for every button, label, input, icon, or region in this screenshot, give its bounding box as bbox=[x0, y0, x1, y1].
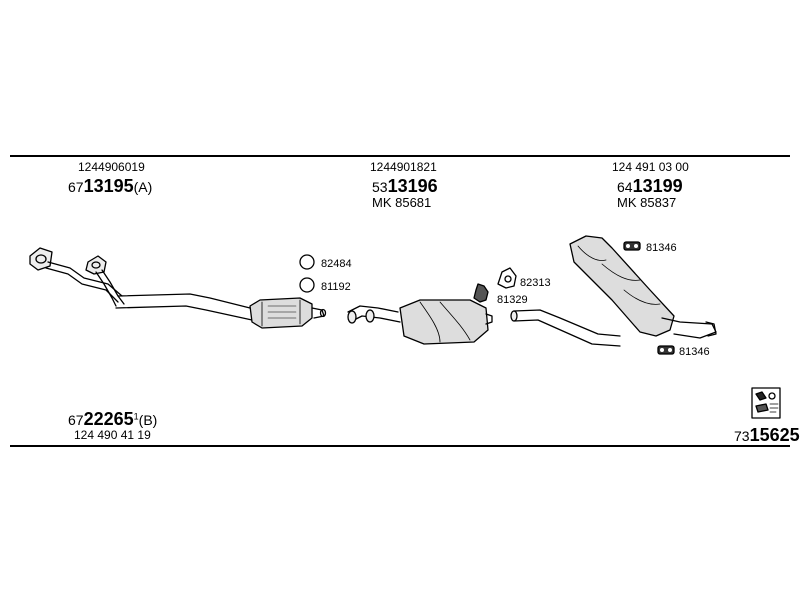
part-prefix: 67 bbox=[68, 412, 84, 428]
gasket-82313 bbox=[497, 267, 517, 289]
part-prefix: 67 bbox=[68, 179, 84, 195]
part-bold: 22265 bbox=[83, 409, 134, 429]
oe-number-front-pipe: 1244906019 bbox=[78, 160, 145, 174]
part-number-rear-silencer: 6413199 bbox=[617, 177, 683, 195]
part-suffix: (B) bbox=[138, 412, 158, 428]
label-hanger-81329: 81329 bbox=[497, 294, 528, 306]
top-rule bbox=[10, 155, 790, 157]
part-prefix: 53 bbox=[372, 179, 388, 195]
oe-number-middle-silencer: 1244901821 bbox=[370, 160, 437, 174]
bottom-rule bbox=[10, 445, 790, 447]
part-sup: 1 bbox=[133, 411, 139, 422]
front-pipe bbox=[29, 247, 253, 321]
middle-silencer bbox=[347, 299, 493, 345]
clamp-81192 bbox=[299, 277, 315, 293]
part-bold: 13196 bbox=[387, 176, 438, 196]
part-prefix: 73 bbox=[734, 428, 750, 444]
label-gasket-82313: 82313 bbox=[520, 277, 551, 289]
label-clamp-81192: 81192 bbox=[321, 281, 351, 293]
part-bold: 13195 bbox=[83, 176, 134, 196]
rubber-mount-81346-bottom bbox=[657, 345, 675, 355]
oe-number-catalyst: 124 490 41 19 bbox=[74, 428, 151, 442]
label-rubber-81346-bottom: 81346 bbox=[679, 346, 710, 358]
hanger-81329 bbox=[473, 283, 489, 303]
mk-number-rear-silencer: MK 85837 bbox=[617, 195, 677, 210]
oe-number-rear-silencer: 124 491 03 00 bbox=[612, 160, 689, 174]
part-bold: 13199 bbox=[632, 176, 683, 196]
label-ring-82484: 82484 bbox=[321, 258, 352, 270]
part-bold: 15625 bbox=[749, 425, 800, 445]
part-number-middle-silencer: 5313196 bbox=[372, 177, 438, 195]
part-prefix: 64 bbox=[617, 179, 633, 195]
label-rubber-81346-top: 81346 bbox=[646, 242, 677, 254]
part-number-front-pipe: 6713195(A) bbox=[68, 177, 152, 195]
mounting-kit-icon bbox=[751, 387, 781, 419]
part-number-catalyst: 67222651(B) bbox=[68, 410, 157, 428]
ring-82484 bbox=[299, 254, 315, 270]
catalyst bbox=[249, 297, 327, 329]
mk-number-middle-silencer: MK 85681 bbox=[372, 195, 432, 210]
rubber-mount-81346-top bbox=[623, 241, 641, 251]
part-suffix: (A) bbox=[133, 179, 153, 195]
part-number-kit: 7315625 bbox=[734, 426, 800, 444]
rear-silencer bbox=[510, 235, 717, 347]
